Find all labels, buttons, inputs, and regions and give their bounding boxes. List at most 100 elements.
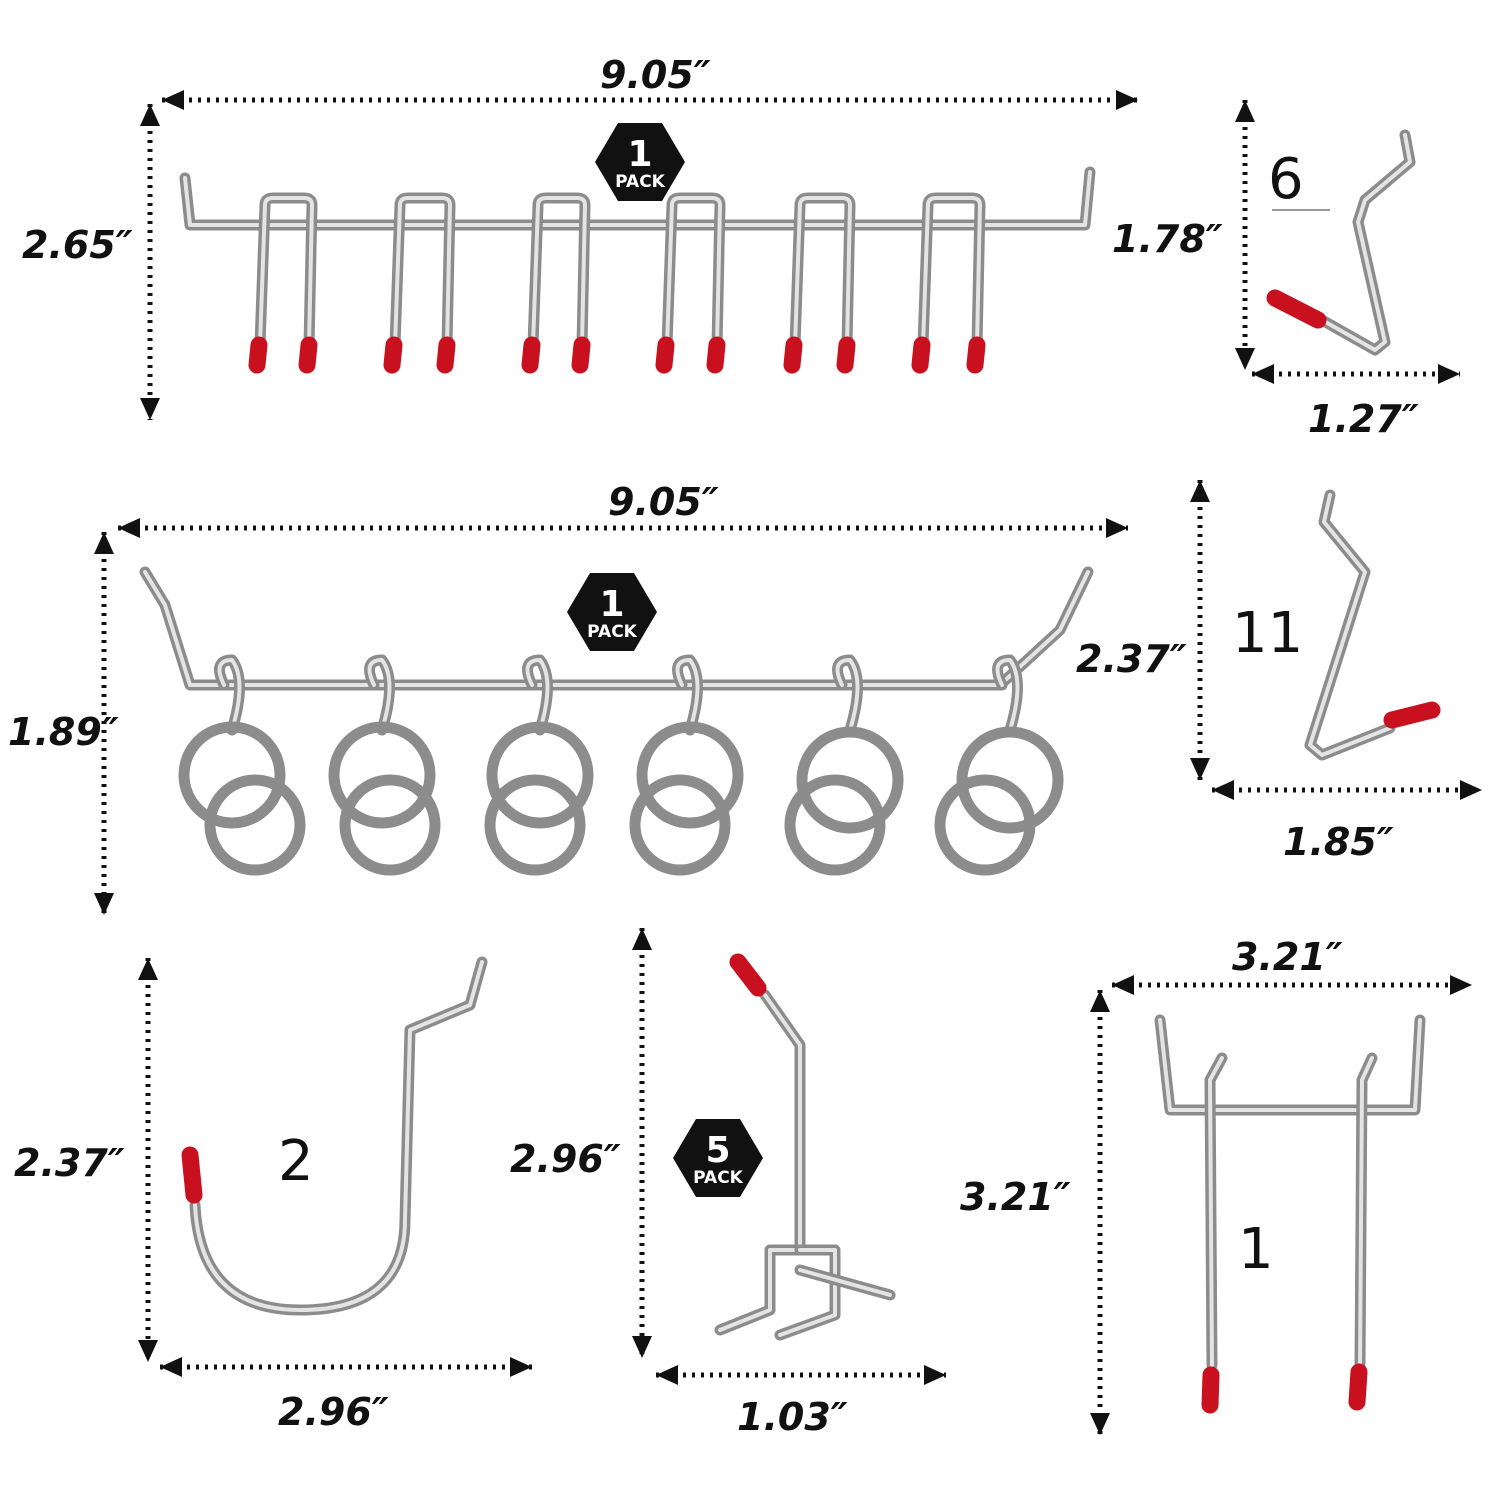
arrowhead-icon bbox=[1090, 990, 1110, 1012]
dimension-arrows bbox=[94, 90, 1482, 1435]
rack1-hook-highlight bbox=[531, 196, 587, 347]
red-tip-cap bbox=[911, 336, 931, 374]
hook6-width-label: 1.27″ bbox=[1308, 397, 1419, 441]
hook5-stem-highlight bbox=[763, 993, 802, 1252]
rack1-hook-highlight bbox=[393, 196, 452, 347]
rack2-ring bbox=[636, 721, 744, 829]
arrowhead-icon bbox=[1235, 100, 1255, 122]
red-tip-cap bbox=[521, 336, 541, 374]
rack2-ring bbox=[956, 726, 1064, 834]
arrowhead-icon bbox=[1235, 348, 1255, 370]
badge-text: PACK bbox=[587, 622, 638, 642]
arrowhead-icon bbox=[1212, 780, 1234, 800]
red-tip-cap bbox=[966, 336, 986, 374]
red-tip-cap bbox=[836, 336, 856, 374]
arrowhead-icon bbox=[1450, 975, 1472, 995]
rack1-height-label: 2.65″ bbox=[22, 223, 133, 267]
red-tip-cap bbox=[298, 336, 318, 374]
hook6-highlight bbox=[1320, 133, 1412, 352]
hexagon-icon bbox=[595, 123, 685, 201]
arrowhead-icon bbox=[94, 893, 114, 915]
red-tip-cap bbox=[729, 953, 767, 997]
hook2-width-label: 2.96″ bbox=[278, 1390, 389, 1434]
rack2-height-label: 1.89″ bbox=[8, 710, 119, 754]
arrowhead-icon bbox=[1106, 518, 1128, 538]
rack1-hook-highlight bbox=[921, 196, 982, 347]
rack2-loop-stem-highlight bbox=[835, 658, 860, 732]
arrowhead-icon bbox=[140, 398, 160, 420]
hook5-foot-highlight bbox=[718, 1248, 802, 1332]
arrowhead-icon bbox=[138, 1340, 158, 1362]
arrowhead-icon bbox=[160, 1357, 182, 1377]
rack1-hook-highlight bbox=[665, 196, 722, 347]
hook5-width-label: 1.03″ bbox=[737, 1395, 848, 1439]
rack2-loop-stem-highlight bbox=[217, 658, 242, 732]
hook11-quantity: 11 bbox=[1232, 601, 1303, 666]
arrowhead-icon bbox=[1190, 480, 1210, 502]
arrowhead-icon bbox=[924, 1365, 946, 1385]
rack2-ring bbox=[934, 774, 1036, 876]
double-hook-bar-highlight bbox=[1158, 1018, 1422, 1112]
rack1-bar-highlight bbox=[183, 170, 1092, 227]
arrowhead-icon bbox=[1252, 364, 1274, 384]
rack1-width-label: 9.05″ bbox=[600, 53, 711, 97]
arrowhead-icon bbox=[656, 1365, 678, 1385]
rack2-loop-stem-highlight bbox=[995, 658, 1020, 732]
hexagon-icon bbox=[567, 573, 657, 651]
rack1-hook-highlight bbox=[258, 196, 314, 347]
hook2-height-label: 2.37″ bbox=[14, 1141, 125, 1185]
badge-count: 1 bbox=[599, 584, 624, 625]
pack-badge: 5 PACK bbox=[673, 1119, 763, 1197]
arrowhead-icon bbox=[162, 90, 184, 110]
red-tip-cap bbox=[1266, 289, 1327, 329]
red-tip-cap bbox=[655, 336, 675, 374]
rack2-loop-stem-highlight bbox=[675, 658, 700, 732]
rack2-loop-stem-highlight bbox=[525, 658, 550, 732]
double-hook-arm-highlight bbox=[1358, 1056, 1374, 1367]
red-tip-cap bbox=[571, 336, 591, 374]
arrowhead-icon bbox=[140, 104, 160, 126]
rack2-ring bbox=[796, 726, 904, 834]
arrowhead-icon bbox=[1112, 975, 1134, 995]
arrowhead-icon bbox=[1190, 758, 1210, 780]
red-tip-cap bbox=[706, 336, 726, 374]
pack-badge: 1 PACK bbox=[567, 573, 657, 651]
red-tip-cap bbox=[248, 336, 268, 374]
arrowhead-icon bbox=[632, 928, 652, 950]
hook5-foot-highlight bbox=[798, 1268, 892, 1297]
red-tip-cap bbox=[383, 336, 403, 374]
arrowhead-icon bbox=[1116, 90, 1138, 110]
badge-count: 5 bbox=[705, 1130, 730, 1171]
hook5-foot bbox=[774, 1244, 841, 1341]
arrowhead-icon bbox=[632, 1336, 652, 1358]
rack2-ring bbox=[486, 721, 594, 829]
rack2-ring bbox=[178, 721, 286, 829]
rack2-width-label: 9.05″ bbox=[608, 480, 719, 524]
rack2-ring bbox=[629, 774, 731, 876]
double-hook-height-label: 3.21″ bbox=[960, 1175, 1071, 1219]
badge-count: 1 bbox=[627, 134, 652, 175]
double-hook-bar bbox=[1154, 1014, 1426, 1116]
red-tip-cap bbox=[1201, 1366, 1220, 1414]
hook11-highlight bbox=[1308, 493, 1392, 757]
rack2-ring bbox=[204, 774, 306, 876]
hook5-foot bbox=[714, 1244, 806, 1336]
arrowhead-icon bbox=[94, 532, 114, 554]
rack1-hook-highlight bbox=[793, 196, 852, 347]
hook5-stem bbox=[759, 989, 806, 1256]
hook2-highlight bbox=[193, 960, 484, 1312]
red-tip-cap bbox=[1383, 701, 1441, 729]
badge-text: PACK bbox=[693, 1168, 744, 1188]
rack2-ring bbox=[339, 774, 441, 876]
hook6-quantity: 6 bbox=[1268, 147, 1304, 212]
red-tip-cap bbox=[1348, 1363, 1368, 1411]
red-tip-cap bbox=[436, 336, 456, 374]
hook11-height-label: 2.37″ bbox=[1076, 637, 1187, 681]
rack2-ring bbox=[784, 774, 886, 876]
arrowhead-icon bbox=[1460, 780, 1482, 800]
double-hook-arm-highlight bbox=[1208, 1056, 1224, 1367]
rack2-ring bbox=[484, 774, 586, 876]
arrowhead-icon bbox=[118, 518, 140, 538]
rack2-ring bbox=[328, 721, 436, 829]
